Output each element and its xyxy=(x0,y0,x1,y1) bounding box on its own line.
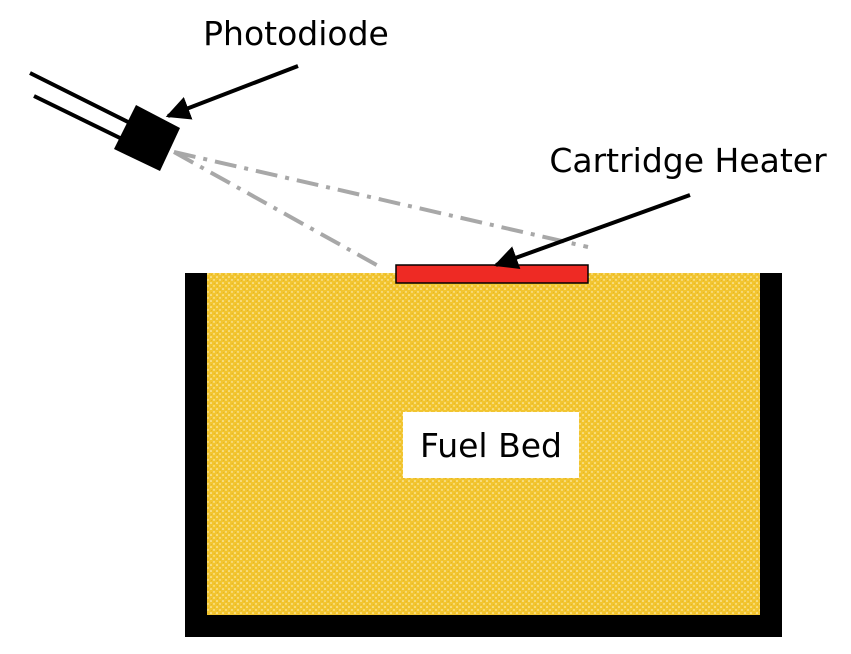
sightlines xyxy=(173,150,589,270)
photodiode-lead-upper xyxy=(29,71,129,124)
container-floor xyxy=(185,615,782,637)
sightline-lower xyxy=(173,150,383,270)
container-wall-right xyxy=(760,273,782,637)
cartridge-heater-pointer-arrow xyxy=(493,193,691,269)
container-wall-left xyxy=(185,273,207,637)
fuel-bed-label: Fuel Bed xyxy=(420,426,562,465)
photodiode-body xyxy=(114,105,180,171)
fuel-container xyxy=(185,273,782,637)
sightline-upper xyxy=(173,150,589,249)
photodiode-icon xyxy=(29,71,180,171)
fuel-bed-label-box xyxy=(403,412,579,478)
photodiode-pointer-arrow xyxy=(165,64,299,120)
photodiode-label: Photodiode xyxy=(203,14,389,53)
cartridge-heater-icon xyxy=(395,264,589,284)
photodiode-lead-lower xyxy=(33,94,121,140)
cartridge-heater-label: Cartridge Heater xyxy=(549,141,827,180)
